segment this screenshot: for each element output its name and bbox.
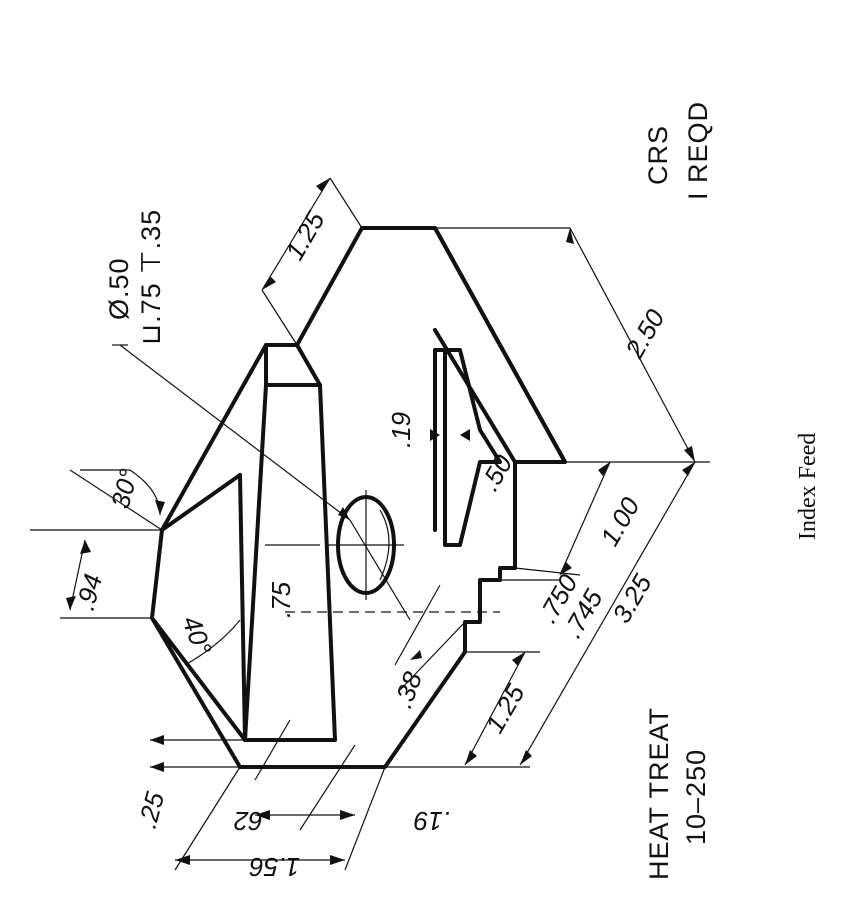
- dim-1-56: 1.56: [249, 852, 300, 882]
- material-note-qty: I REQD: [683, 101, 713, 200]
- rib-side-edge: [150, 616, 247, 742]
- rib-bevel-edge: [160, 473, 242, 532]
- material-note: CRS I REQD: [643, 101, 713, 200]
- heat-treat-note: HEAT TREAT 10–250: [644, 707, 711, 880]
- top-face-outline: [150, 226, 567, 769]
- material-note-crs: CRS: [643, 125, 673, 185]
- arrowheads: [66, 178, 695, 865]
- dim-0-19-bottom: .19: [414, 806, 450, 836]
- rib-inner-edge: [238, 473, 247, 742]
- hole-leader: [119, 344, 351, 521]
- dim-0-38: .38: [387, 667, 428, 712]
- dim-0-25: .25: [132, 788, 170, 831]
- part-outline: [150, 226, 567, 769]
- slot-groove: [433, 348, 502, 547]
- hole-note-counterbore: ⊔.75 ⊤.35: [136, 209, 166, 345]
- dim-1-00: 1.00: [594, 492, 646, 551]
- dim-40-deg: 40°: [176, 612, 218, 659]
- dim-1-25-bottom: 1.25: [479, 679, 531, 738]
- dim-0-94: .94: [70, 571, 108, 614]
- raised-rib: [243, 343, 337, 742]
- hole-note: Ø.50 ⊔.75 ⊤.35: [104, 209, 166, 345]
- dim-0-75: .75: [266, 581, 296, 618]
- hole-inner-bore: [379, 509, 390, 581]
- hole-note-diameter: Ø.50: [104, 257, 134, 320]
- dim-1-25-top: 1.25: [279, 206, 331, 265]
- heat-treat-line2: 10–250: [681, 749, 711, 845]
- dimension-lines: [30, 177, 710, 871]
- heat-treat-line1: HEAT TREAT: [644, 707, 674, 880]
- dim-0-19-slot: .19: [386, 412, 416, 448]
- dim-30-deg: 30°: [105, 466, 144, 512]
- figure-caption: Index Feed: [795, 433, 821, 540]
- dim-3-25: 3.25: [606, 569, 658, 628]
- dim-0-62: .62: [233, 806, 270, 836]
- dim-2-50: 2.50: [619, 304, 671, 364]
